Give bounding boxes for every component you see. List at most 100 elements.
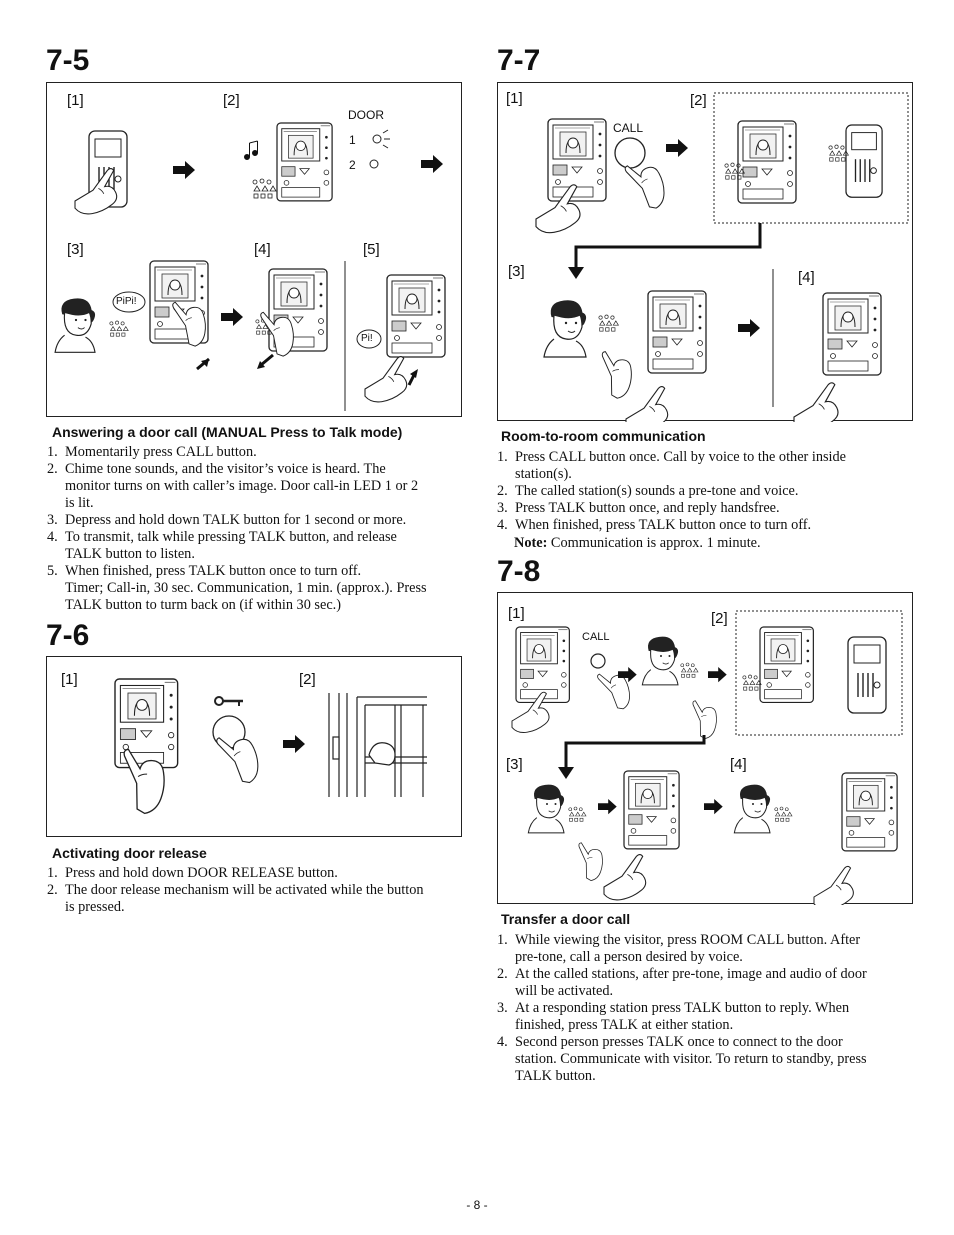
hand-illustration [603,854,647,901]
monitor-illustration [841,772,898,852]
door-illustration [328,693,427,797]
voice-symbol-icon [598,314,619,332]
flow-arrow [564,735,706,769]
illustration-7-6 [102,678,427,818]
step-label-3: [3] [67,241,84,258]
door-label: DOOR [348,108,384,122]
step-item: 4.To transmit, talk while pressing TALK … [47,529,467,563]
step-item: 2.Chime tone sounds, and the visitor’s v… [47,461,467,512]
subtitle-answering-door-call: Answering a door call (MANUAL Press to T… [52,424,403,440]
step-label-3: [3] [506,756,523,773]
step-label-2: [2] [690,92,707,109]
hand-illustration [813,865,854,905]
arrow-icon [221,308,243,326]
step-text-line: TALK button to turm back on (if within 3… [65,597,342,613]
voice-symbol-icon [109,320,129,337]
steps-list-7-6: 1.Press and hold down DOOR RELEASE butto… [47,865,467,916]
step-number: 4. [497,517,508,533]
call-button-illustration [590,653,606,669]
step-label-2: [2] [299,671,316,688]
step-text-line: is lit. [65,495,94,511]
step-text-line: pre-tone, call a person desired by voice… [515,949,743,965]
step-number: 5. [47,563,58,579]
note-7-7: Note: Communication is approx. 1 minute. [514,535,761,552]
steps-list-7-7: 1.Press CALL button once. Call by voice … [497,449,917,534]
step-item: 2.At the called stations, after pre-tone… [497,966,917,1000]
step-label-2: [2] [711,610,728,627]
step-text-line: station. Communicate with visitor. To re… [515,1051,867,1067]
arrow-icon [598,799,617,815]
hand-illustration [793,382,839,422]
step-number: 1. [47,444,58,460]
step-label-2: [2] [223,92,240,109]
visitor-face-illustration [54,298,96,353]
step-item: 3.At a responding station press TALK but… [497,1000,917,1034]
step-text-line: The door release mechanism will be activ… [65,882,424,898]
call-label: CALL [582,631,610,643]
figure-transfer-door-call: [1] CALL [2] [3] [4] [497,592,913,905]
step-item: 1.Press CALL button once. Call by voice … [497,449,917,483]
hand-on-door-illustration [368,742,396,766]
step-text-line: Timer; Call-in, 30 sec. Communication, 1… [65,580,427,596]
step-label-4: [4] [798,269,815,286]
arrow-icon [173,161,195,179]
step-text-line: Momentarily press CALL button. [65,444,257,460]
step-label-3: [3] [508,263,525,280]
figure-door-release: [1] [2] [46,656,462,837]
voice-symbol-icon [680,662,699,678]
step-number: 4. [497,1034,508,1050]
step-number: 1. [47,865,58,881]
step-label-4: [4] [730,756,747,773]
person-face-illustration [733,784,771,834]
monitor-illustration [737,120,797,204]
step-text-line: Second person presses TALK once to conne… [515,1034,843,1050]
pi-sound-label: Pi! [361,333,373,344]
led-2-label: 2 [349,158,356,172]
person-face-illustration [641,636,679,686]
step-text-line: Chime tone sounds, and the visitor’s voi… [65,461,386,477]
page-number: - 8 - [466,1198,488,1212]
pipi-sound-label: PiPi! [116,296,137,307]
step-text-line: To transmit, talk while pressing TALK bu… [65,529,397,545]
step-number: 3. [497,500,508,516]
step-label-4: [4] [254,241,271,258]
step-label-1: [1] [506,90,523,107]
step-item: 1. Momentarily press CALL button. [47,444,467,461]
step-text-line: The called station(s) sounds a pre-tone … [515,483,799,499]
step-item: 4. Second person presses TALK once to con… [497,1034,917,1085]
step-item: 3.Press TALK button once, and reply hand… [497,500,917,517]
section-heading-7-8: 7-8 [497,555,541,588]
release-arrow-icon [260,353,274,367]
arrow-icon [666,139,688,157]
step-text-line: station(s). [515,466,572,482]
monitor-illustration [547,118,607,202]
step-item: 4. When finished, press TALK button once … [497,517,917,534]
person-face-illustration [543,300,587,358]
subtitle-room-to-room: Room-to-room communication [501,428,706,444]
monitor-illustration [276,122,333,202]
step-text-line: When finished, press TALK button once to… [515,517,812,533]
step-number: 2. [497,966,508,982]
monitor-illustration [759,626,814,704]
monitor-illustration [515,626,570,704]
step-text-line: will be activated. [515,983,614,999]
step-item: 3.Depress and hold down TALK button for … [47,512,467,529]
arrow-icon [708,667,727,683]
step-label-1: [1] [508,605,525,622]
step-text-line: Press CALL button once. Call by voice to… [515,449,847,465]
voice-symbol-icon [252,178,277,199]
monitor-illustration [822,292,882,376]
figure-answering-door-call: [1] [2] DOOR 1 2 [3] [4] [5] PiPi! Pi! [46,82,462,417]
call-button-illustration [614,137,646,169]
step-number: 3. [47,512,58,528]
step-text-line: While viewing the visitor, press ROOM CA… [515,932,861,948]
step-number: 1. [497,932,508,948]
flow-arrow [574,223,762,269]
arrow-icon [704,799,723,815]
step-number: 3. [497,1000,508,1016]
arrow-icon [421,155,443,173]
handset-station-illustration [845,124,883,198]
note-text: Communication is approx. 1 minute. [547,535,761,551]
step-text-line: finished, press TALK at either station. [515,1017,734,1033]
call-label: CALL [613,121,644,135]
